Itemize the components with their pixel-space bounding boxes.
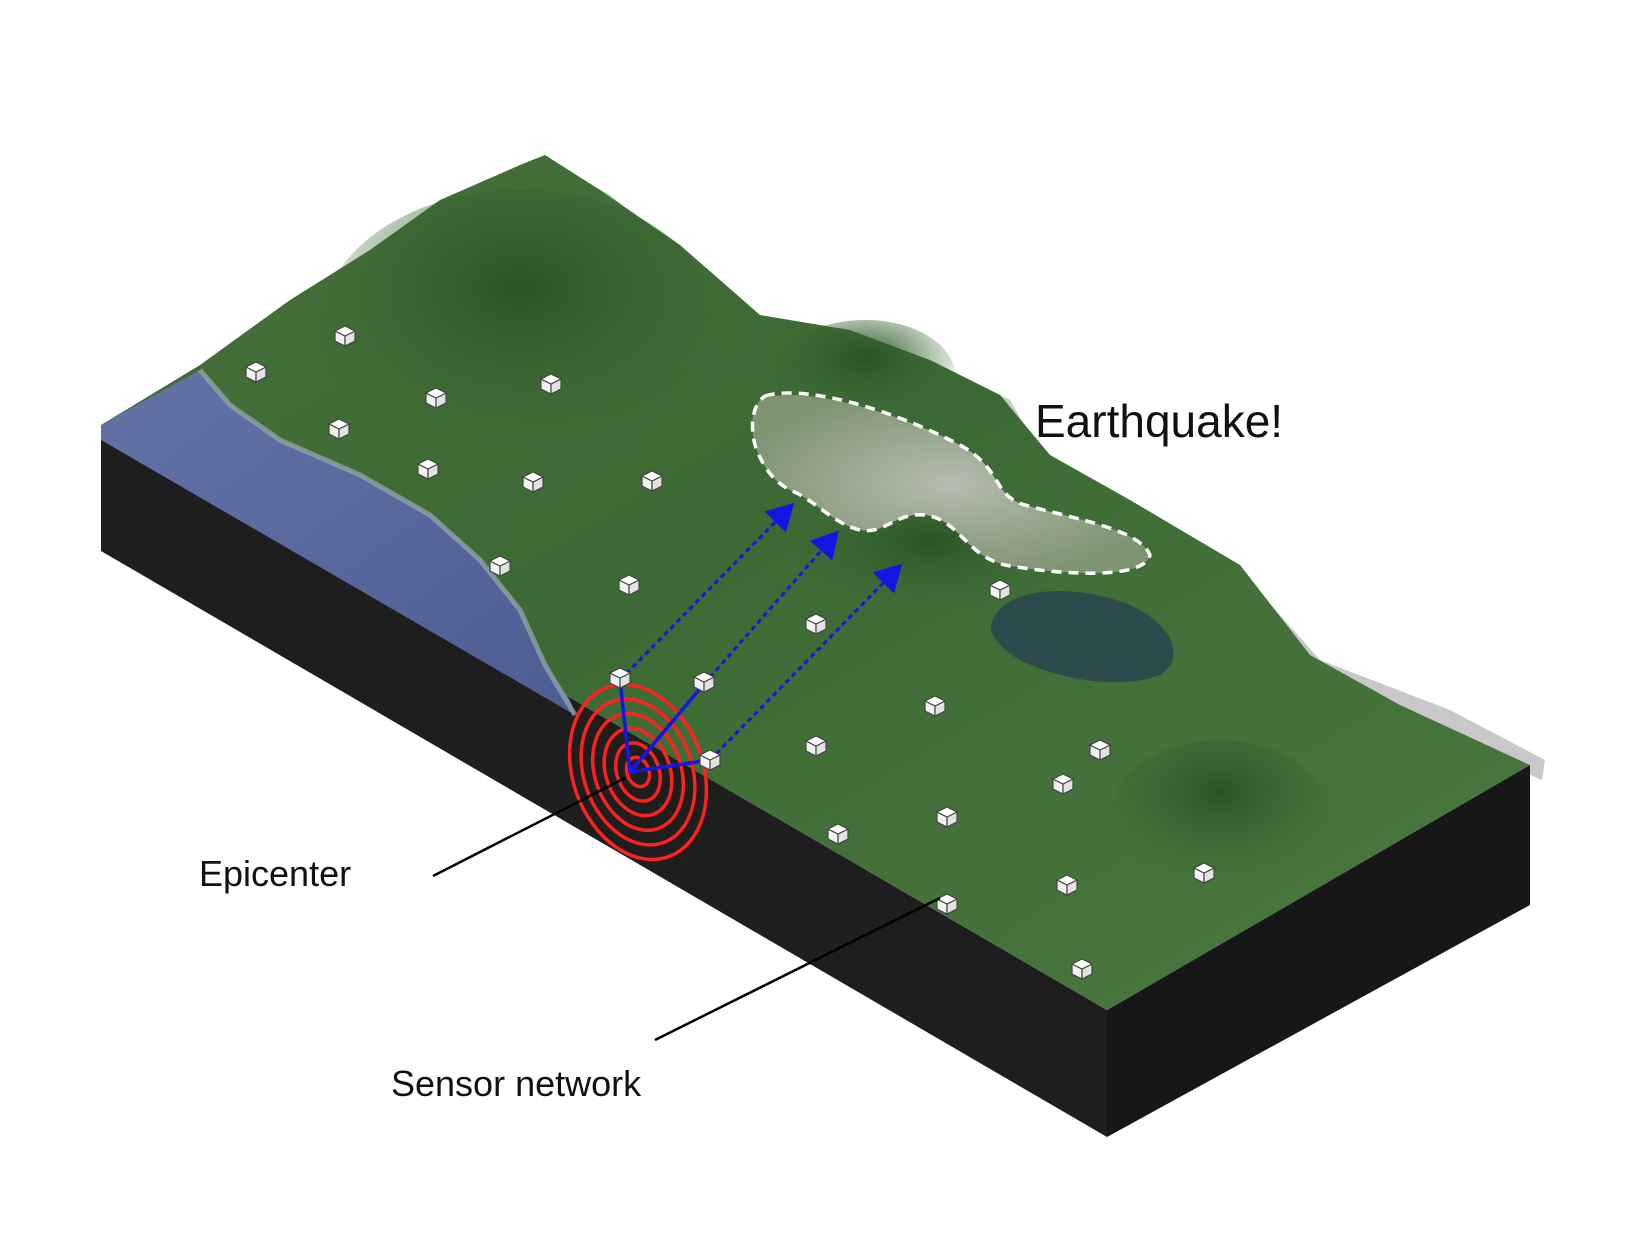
wave-ring: [590, 711, 686, 833]
signal-ray: [618, 679, 632, 773]
signal-ray: [628, 682, 706, 774]
signal-rays: [618, 679, 711, 774]
sensor-box-icon: [804, 735, 828, 757]
shoreline: [198, 368, 578, 717]
sensor-box-icon: [1088, 739, 1112, 761]
epicenter-leader-line: [432, 776, 626, 878]
sensor-box-icon: [416, 458, 440, 480]
block-right-face: [1107, 765, 1530, 1137]
sensor-box-icon: [608, 667, 632, 689]
sensor-network: [244, 325, 1216, 980]
sensor-box-icon: [1051, 773, 1075, 795]
sensor-network-label: Sensor network: [391, 1063, 642, 1104]
signal-arrows: [618, 502, 903, 762]
sensor-box-icon: [617, 574, 641, 596]
mountain-range-shade: [320, 190, 720, 470]
sensor-box-icon: [988, 579, 1012, 601]
sensor-box-icon: [640, 470, 664, 492]
sea: [101, 370, 575, 715]
signal-ray: [629, 758, 711, 774]
sensor-box-icon: [692, 671, 716, 693]
sensor-box-icon: [923, 695, 947, 717]
sensor-box-icon: [244, 361, 268, 383]
sensor-box-icon: [1192, 862, 1216, 884]
city-dashed-outline: [750, 391, 1152, 575]
sensor-box-icon: [826, 823, 850, 845]
sensor-box-icon: [424, 387, 448, 409]
volcano-south-shade: [1110, 740, 1330, 890]
sensor-box-icon: [1070, 958, 1094, 980]
wave-ring: [602, 726, 674, 818]
earthquake-label: Earthquake!: [1035, 395, 1284, 447]
wave-ring: [579, 697, 697, 847]
block-front-face: [101, 425, 1107, 1137]
sensor-box-icon: [539, 373, 563, 395]
sensor-box-icon: [521, 471, 545, 493]
sensor-box-icon: [333, 325, 357, 347]
sensor-box-icon: [327, 418, 351, 440]
sensor-box-icon: [804, 613, 828, 635]
dashed-arrow-icon: [702, 530, 839, 685]
epicenter-label: Epicenter: [199, 853, 352, 894]
sensor-box-icon: [935, 806, 959, 828]
city-area: [752, 394, 1150, 574]
lake: [991, 591, 1174, 683]
dashed-arrow-icon: [618, 502, 795, 682]
sensor-box-icon: [698, 749, 722, 771]
sensor-network-leader-line: [654, 896, 941, 1042]
sensor-box-icon: [935, 893, 959, 915]
sensor-box-icon: [1055, 874, 1079, 896]
sensor-box-icon: [488, 555, 512, 577]
wave-ring: [567, 682, 709, 862]
